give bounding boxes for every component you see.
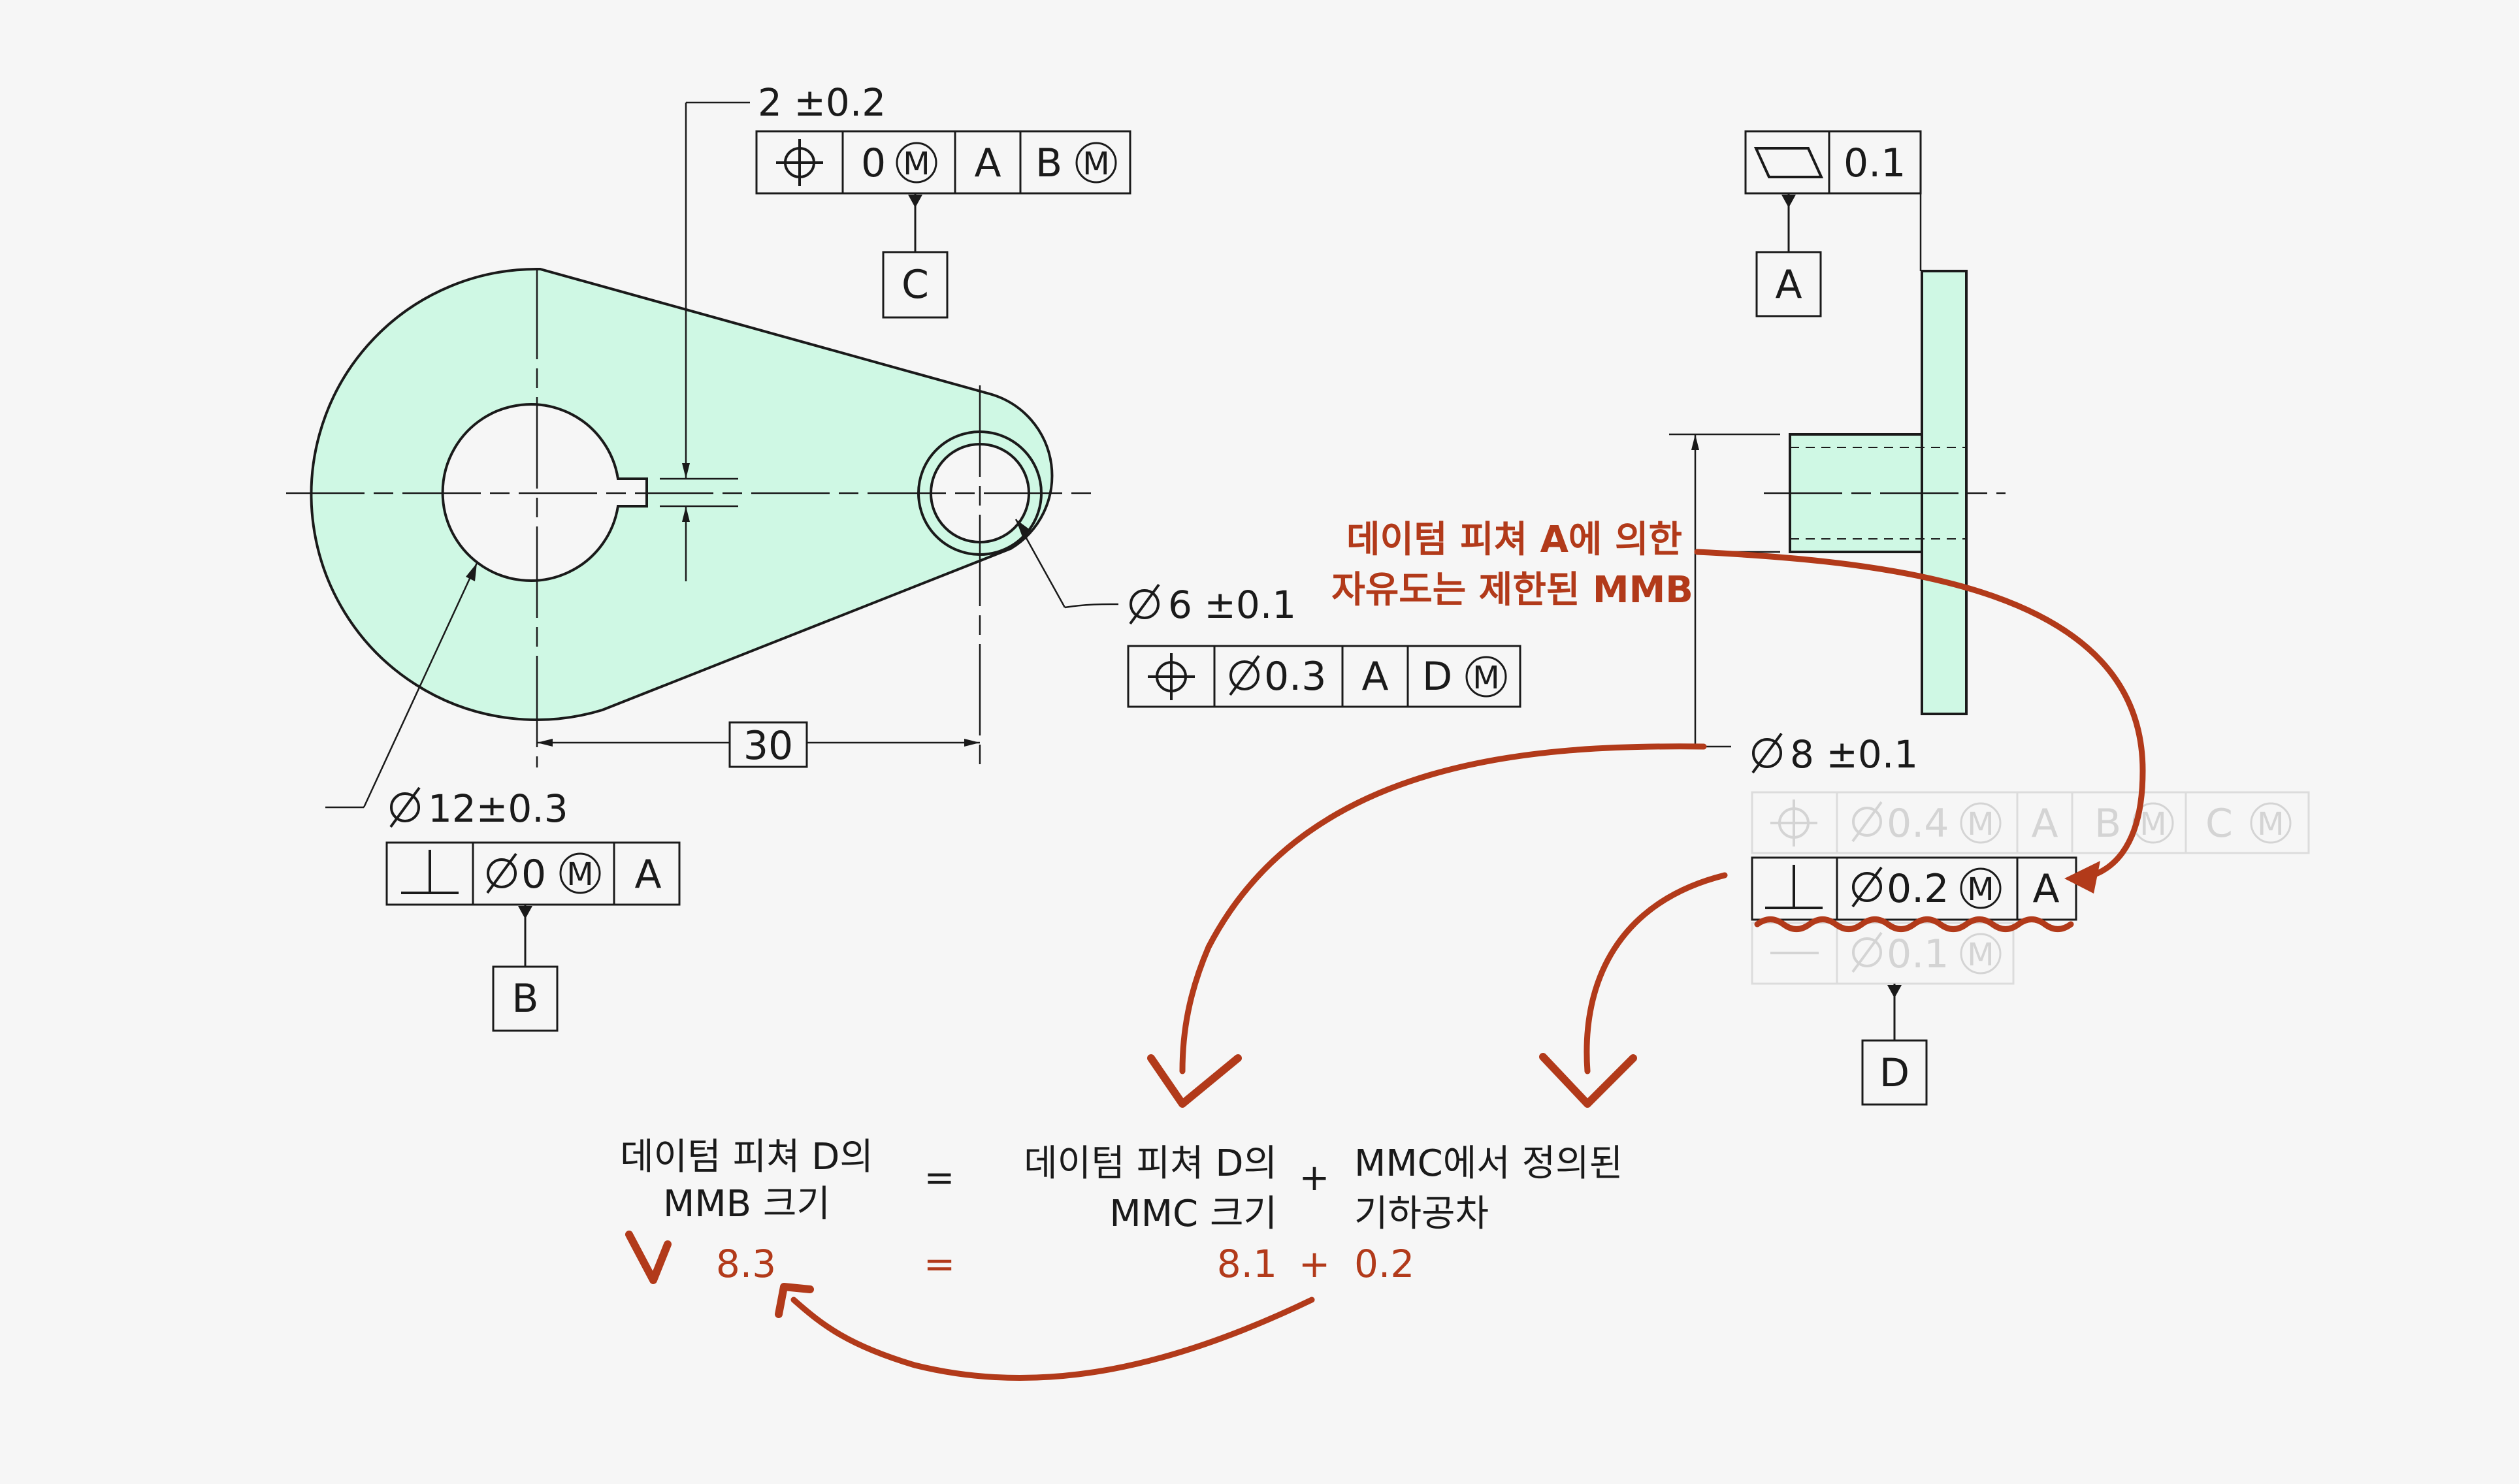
mmc-modifier-icon xyxy=(559,852,601,894)
svg-text:0: 0 xyxy=(521,852,546,897)
position-icon xyxy=(1146,652,1196,702)
diameter-icon xyxy=(1229,654,1260,696)
dof-note-line1: 데이텀 피쳐 A에 의한 xyxy=(1346,519,1682,561)
svg-text:A: A xyxy=(1775,262,1802,308)
eq-mid-line2: MMC 크기 xyxy=(1109,1193,1277,1235)
mmc-modifier-icon xyxy=(1465,656,1507,698)
svg-text:0.4: 0.4 xyxy=(1887,801,1949,847)
ghost-position-fcf: 0.4 A B C xyxy=(1751,791,2310,854)
big-hole-dimension: 12±0.3 xyxy=(428,786,568,831)
eq-lhs-value: 8.3 xyxy=(716,1242,776,1286)
eq-rhs-line1: MMC에서 정의된 xyxy=(1354,1142,1623,1185)
svg-text:0.2: 0.2 xyxy=(1887,866,1949,912)
eq-mid-line1: 데이텀 피쳐 D의 xyxy=(1024,1142,1277,1185)
eq-equals-top: = xyxy=(924,1157,955,1199)
datum-a-box xyxy=(1755,251,1822,317)
diameter-icon xyxy=(1851,931,1883,973)
mmc-modifier-icon xyxy=(1960,933,2002,975)
mmc-modifier-icon xyxy=(896,142,937,184)
svg-text:0.3: 0.3 xyxy=(1264,654,1326,700)
diameter-icon xyxy=(1129,583,1160,625)
svg-text:A: A xyxy=(2031,801,2058,847)
svg-text:A: A xyxy=(974,140,1001,186)
eq-plus-bottom: + xyxy=(1299,1242,1331,1286)
svg-text:0: 0 xyxy=(861,140,886,186)
eq-equals-bottom: = xyxy=(924,1242,956,1286)
svg-text:C: C xyxy=(902,262,929,308)
perpendicularity-icon xyxy=(400,848,460,894)
eq-plus-top: + xyxy=(1299,1157,1330,1199)
keyway-dimension: 2 ±0.2 xyxy=(758,80,886,125)
mmc-modifier-icon xyxy=(2250,802,2292,844)
svg-text:A: A xyxy=(1361,654,1388,700)
side-view: 0.1 A 8 ±0.1 0.4 A xyxy=(1669,130,2310,1106)
datum-c-box xyxy=(882,251,949,319)
wavy-strike xyxy=(1754,916,2074,932)
red-annotations: 데이텀 피쳐 A에 의한 자유도는 제한된 MMB xyxy=(625,519,2146,1381)
eq-rhs-line2: 기하공차 xyxy=(1354,1193,1489,1235)
svg-text:A: A xyxy=(2032,866,2059,912)
eq-lhs-line2: MMB 크기 xyxy=(663,1183,830,1225)
svg-text:D: D xyxy=(1879,1050,1910,1096)
boss-dimension: 8 ±0.1 xyxy=(1790,732,1918,777)
flatness-fcf: 0.1 xyxy=(1744,130,1922,195)
diameter-icon xyxy=(486,852,517,894)
position-icon xyxy=(1769,798,1819,848)
eq-rhs-value: 0.2 xyxy=(1354,1242,1414,1286)
svg-text:0.1: 0.1 xyxy=(1844,140,1906,186)
front-view: 2 ±0.2 0 A B C 6 ±0.1 xyxy=(286,80,1521,1032)
svg-text:0.1: 0.1 xyxy=(1887,931,1949,977)
datum-d-box xyxy=(1861,1039,1928,1106)
eq-lhs-line1: 데이텀 피쳐 D의 xyxy=(620,1136,873,1178)
svg-text:C: C xyxy=(2205,801,2233,847)
flatness-icon xyxy=(1755,147,1823,178)
diameter-icon xyxy=(1851,801,1883,843)
lever-body xyxy=(310,267,1054,721)
diameter-icon xyxy=(389,786,421,828)
eq-mid-value: 8.1 xyxy=(1217,1242,1277,1286)
dof-note-line2: 자유도는 제한된 MMB xyxy=(1331,569,1693,611)
svg-text:B: B xyxy=(1035,140,1062,186)
diameter-icon xyxy=(1751,732,1783,774)
svg-text:D: D xyxy=(1422,654,1452,700)
datum-b-box xyxy=(492,965,559,1032)
mmc-modifier-icon xyxy=(1075,142,1117,184)
perpendicularity-fcf: 0.2 A xyxy=(1751,856,2077,921)
center-distance-dimension: 30 xyxy=(743,723,793,769)
ghost-straightness-fcf: 0.1 xyxy=(1751,922,2015,985)
small-hole-dimension: 6 ±0.1 xyxy=(1168,583,1296,627)
keyway-fcf: 0 A B xyxy=(755,130,1131,195)
svg-text:B: B xyxy=(512,976,538,1022)
big-hole-fcf: 0 A xyxy=(385,841,681,906)
equation: 데이텀 피쳐 D의 MMB 크기 = 데이텀 피쳐 D의 MMC 크기 + MM… xyxy=(620,1136,1623,1286)
small-hole-fcf: 0.3 A D xyxy=(1127,645,1521,708)
svg-text:A: A xyxy=(634,852,661,897)
position-icon xyxy=(775,138,824,187)
svg-text:B: B xyxy=(2094,801,2121,847)
mmc-modifier-icon xyxy=(1960,802,2002,844)
